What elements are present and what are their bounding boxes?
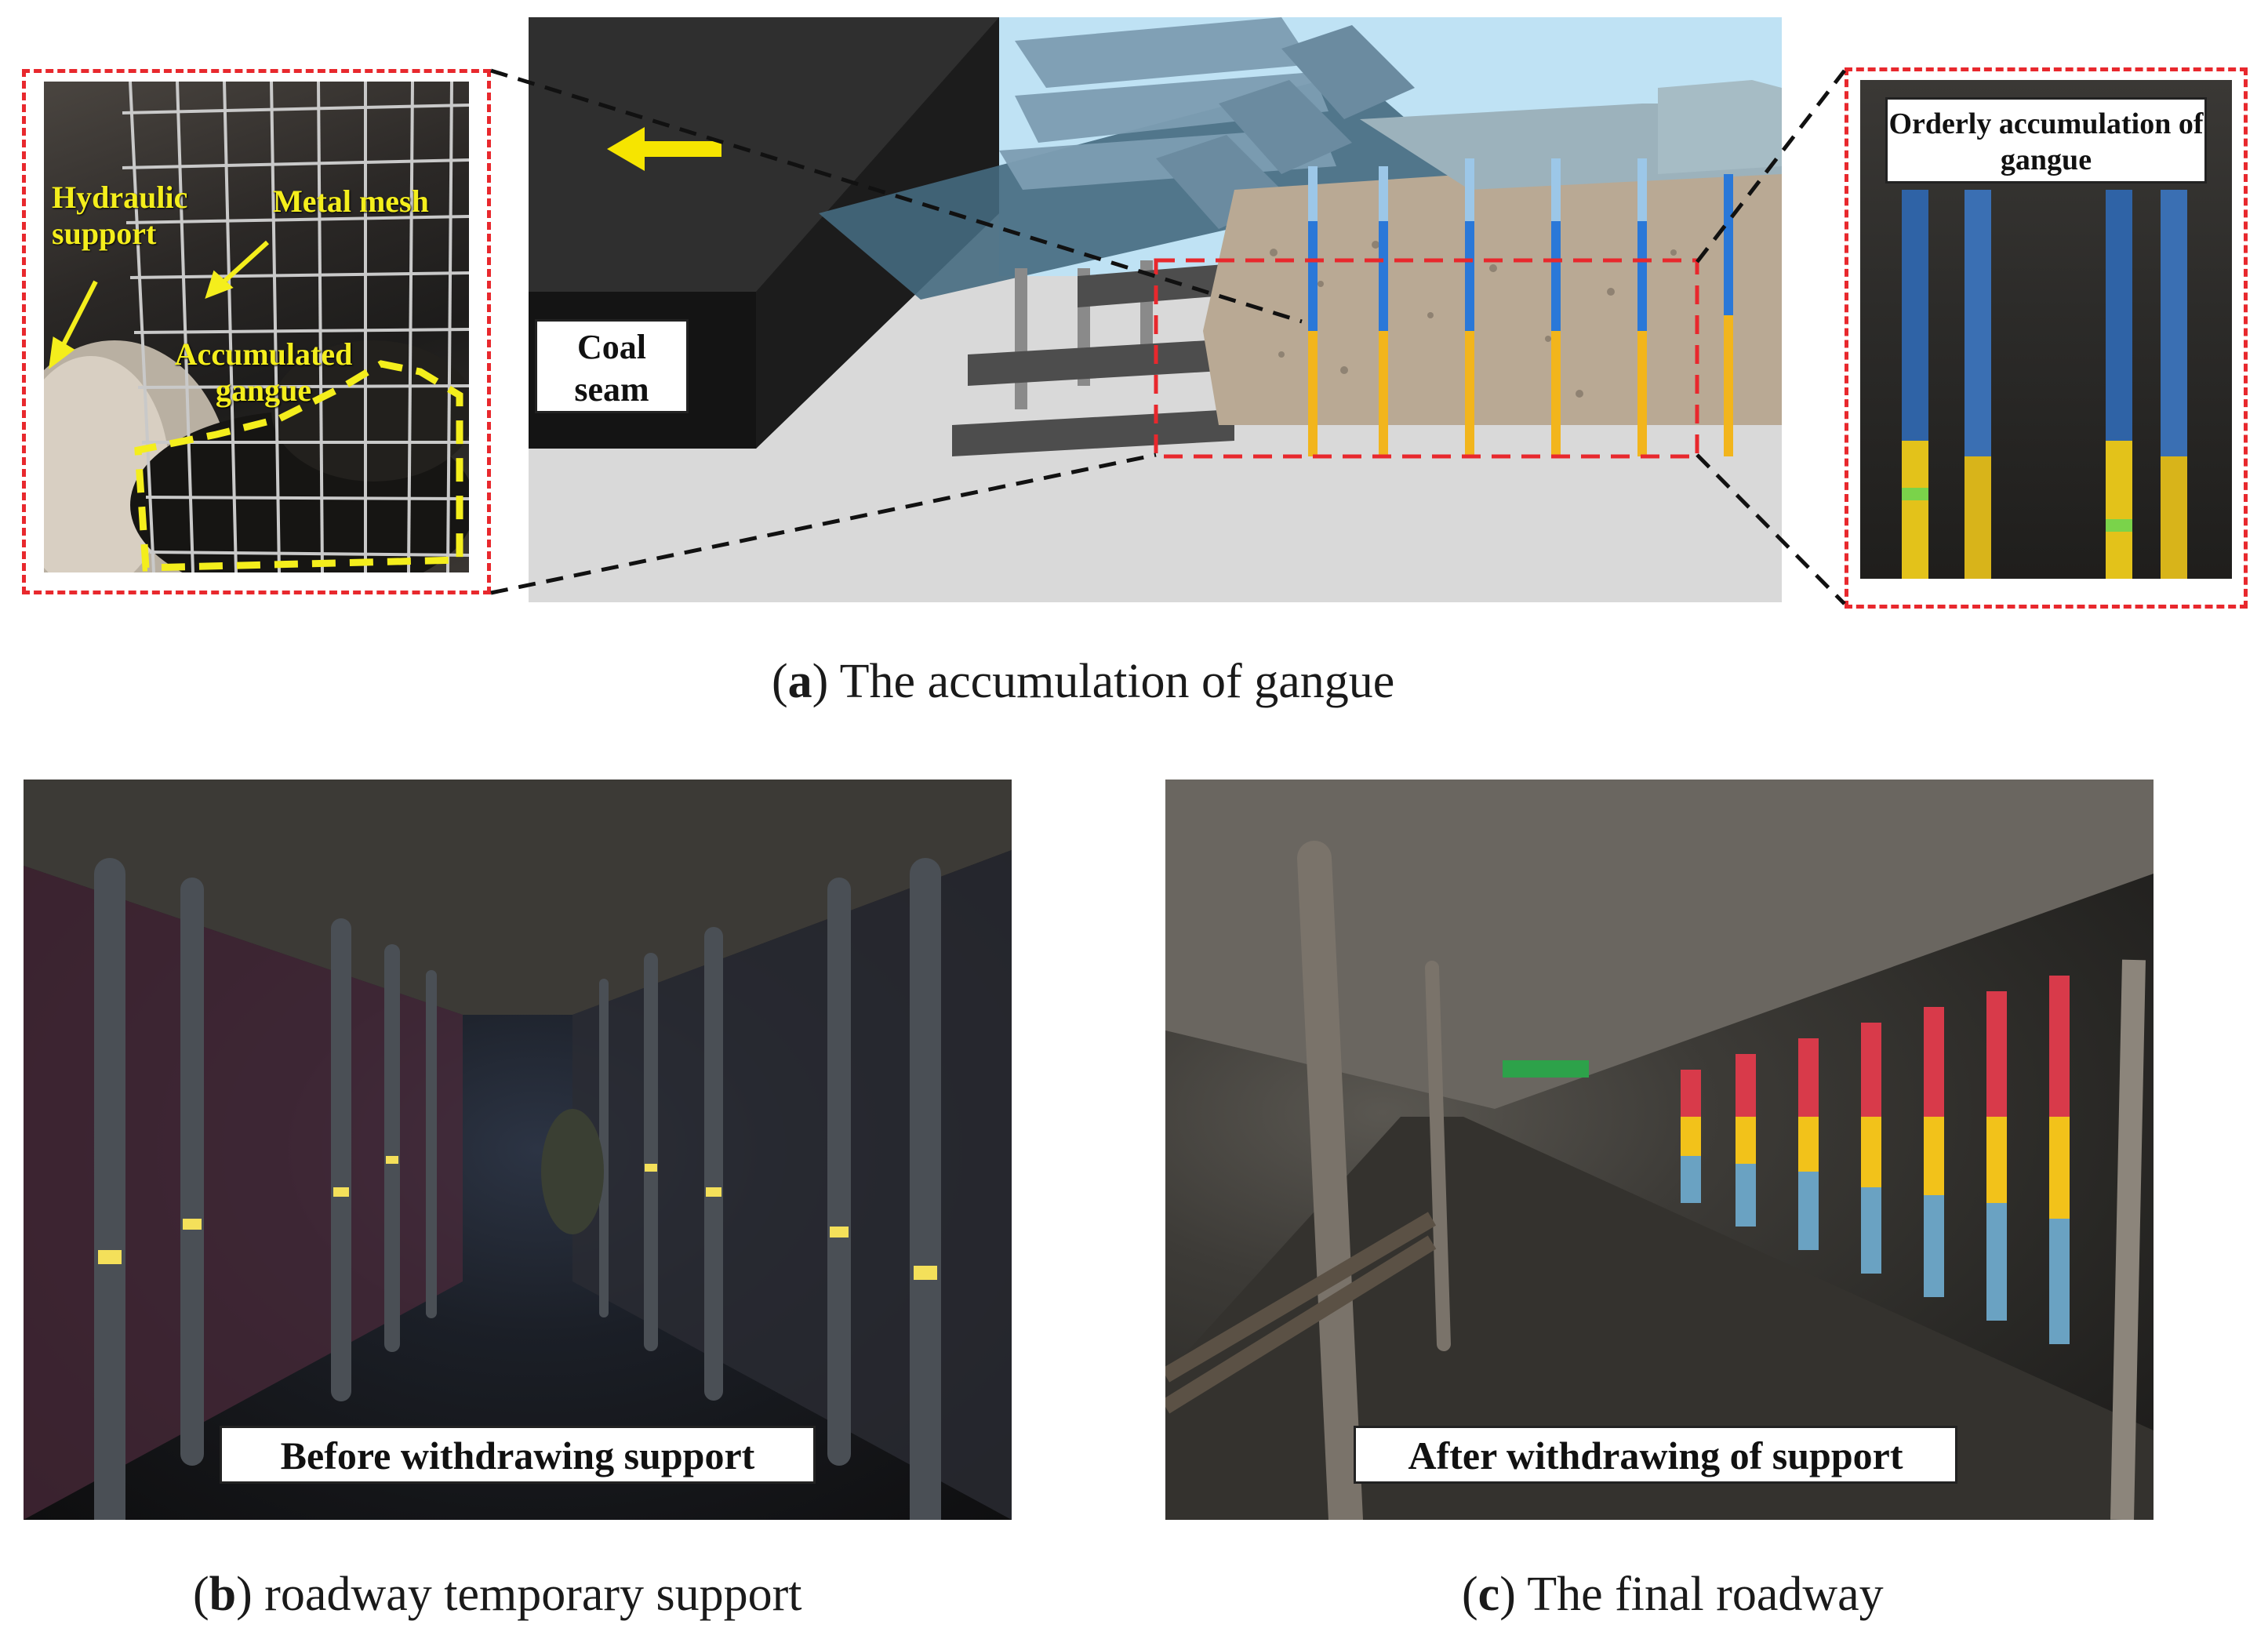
right-photo: Orderly accumulation of gangue — [1860, 80, 2232, 579]
panel-c-caption: (c) The final roadway — [1462, 1568, 1884, 1621]
props-photo-graphic — [1902, 190, 2187, 579]
final-roadway-graphic — [1165, 780, 2154, 1520]
right-photo-frame — [1845, 67, 2248, 609]
panel-a-caption: (a) The accumulation of gangue — [772, 655, 1395, 708]
final-roadway-photo: After withdrawing of support — [1165, 780, 2154, 1520]
coal-seam-label: Coal seam — [535, 319, 689, 413]
roadway-temporary-photo: Before withdrawing support — [24, 780, 1012, 1520]
mesh-photo-graphic — [44, 82, 469, 572]
schematic-diagram: Coal seam — [529, 17, 1782, 602]
orderly-accumulation-label: Orderly accumulation of gangue — [1885, 97, 2207, 184]
panel-b-caption: (b) roadway temporary support — [193, 1568, 802, 1621]
after-withdrawing-label: After withdrawing of support — [1354, 1426, 1957, 1484]
metal-mesh-label: Metal mesh — [273, 184, 429, 219]
schematic-graphic — [529, 17, 1782, 459]
left-photo-frame — [22, 69, 491, 594]
hydraulic-support-label: Hydraulic support — [52, 180, 188, 251]
zoom-lines — [490, 68, 1846, 605]
temporary-support-graphic — [24, 780, 1012, 1520]
before-withdrawing-label: Before withdrawing support — [220, 1426, 816, 1484]
left-photo: Hydraulic support Metal mesh Accumulated… — [44, 82, 469, 572]
accumulated-gangue-label: Accumulated gangue — [174, 336, 353, 408]
